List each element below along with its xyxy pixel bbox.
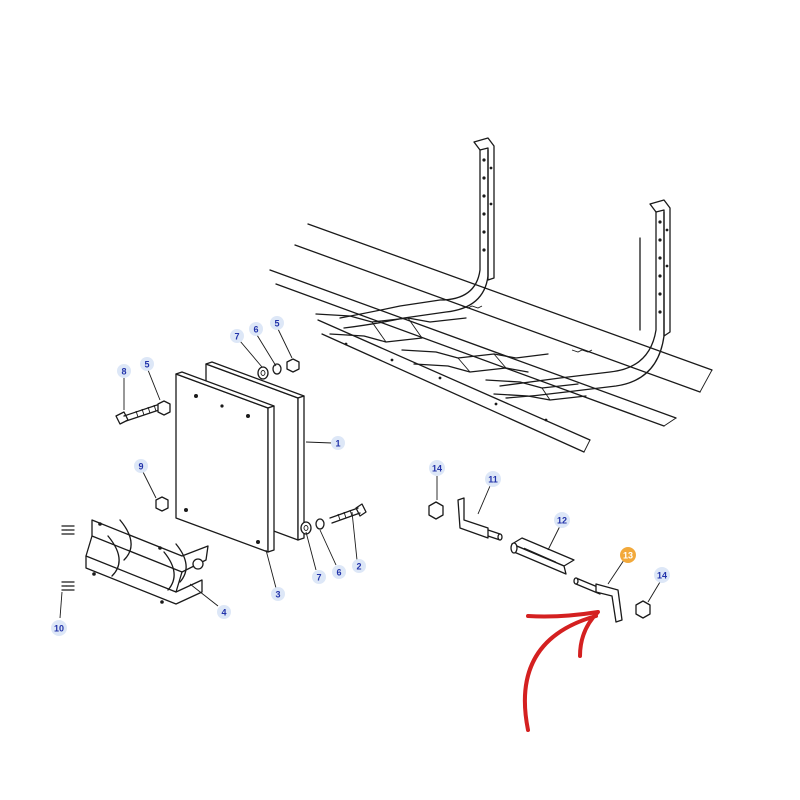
callout-1: 1	[331, 436, 345, 450]
svg-text:7: 7	[316, 573, 321, 583]
callout-13-highlighted: 13	[620, 547, 636, 563]
svg-text:3: 3	[275, 590, 280, 600]
callout-10: 10	[51, 620, 67, 636]
adjuster-linkage	[457, 497, 623, 623]
svg-text:11: 11	[488, 475, 498, 485]
callout-12: 12	[554, 512, 570, 528]
svg-text:4: 4	[221, 608, 226, 618]
svg-text:5: 5	[274, 319, 279, 329]
svg-text:7: 7	[234, 332, 239, 342]
svg-text:1: 1	[335, 439, 340, 449]
svg-text:6: 6	[253, 325, 258, 335]
svg-text:5: 5	[144, 360, 149, 370]
callout-labels: 1 2 3 4 5 5 6 6 7 7 8 9 10 11 12 13 14 1…	[51, 316, 670, 636]
callout-14-right: 14	[654, 567, 670, 583]
svg-text:13: 13	[623, 551, 633, 561]
callout-7-bottom: 7	[312, 570, 326, 584]
callout-14-left: 14	[429, 460, 445, 476]
highlight-arrow	[522, 610, 600, 732]
fasteners	[115, 358, 651, 619]
chassis-frame	[269, 137, 713, 453]
u-bolt	[38, 525, 75, 591]
callout-3: 3	[271, 587, 285, 601]
callout-5-top: 5	[270, 316, 284, 330]
callout-8: 8	[117, 364, 131, 378]
callout-4: 4	[217, 605, 231, 619]
svg-text:10: 10	[54, 624, 64, 634]
mounting-plates	[175, 361, 305, 553]
callout-9: 9	[134, 459, 148, 473]
callout-2: 2	[352, 559, 366, 573]
svg-text:12: 12	[557, 516, 567, 526]
svg-text:8: 8	[121, 367, 126, 377]
svg-text:6: 6	[336, 568, 341, 578]
leader-lines	[59, 328, 661, 619]
svg-text:14: 14	[657, 571, 667, 581]
svg-text:2: 2	[356, 562, 361, 572]
callout-6-top: 6	[249, 322, 263, 336]
svg-text:9: 9	[138, 462, 143, 472]
callout-11: 11	[485, 471, 501, 487]
callout-6-bottom: 6	[332, 565, 346, 579]
svg-text:14: 14	[432, 464, 442, 474]
callout-5-left: 5	[140, 357, 154, 371]
saddle-bracket	[85, 519, 209, 605]
callout-7-top: 7	[230, 329, 244, 343]
